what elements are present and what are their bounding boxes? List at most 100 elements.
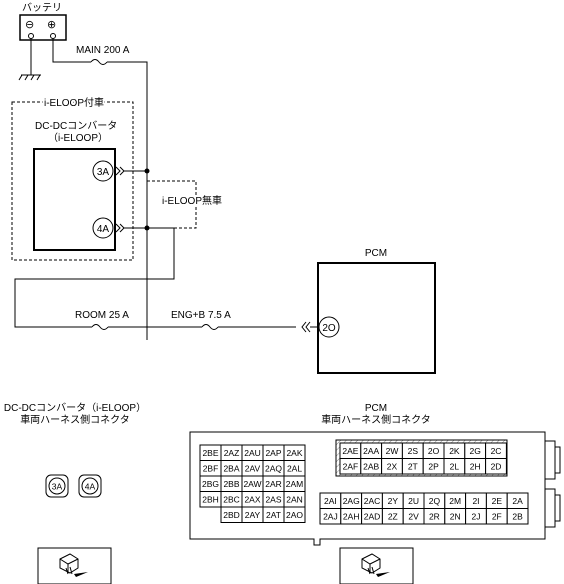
- svg-text:2BB: 2BB: [223, 479, 239, 489]
- pcm-pin-2I: 2I: [465, 492, 487, 509]
- dcdc-connector-pin-4a: 4A: [78, 474, 102, 498]
- main-fuse-label: MAIN 200 A: [76, 45, 130, 56]
- svg-text:2L: 2L: [450, 461, 460, 471]
- svg-text:2R: 2R: [429, 511, 440, 521]
- pcm-pin-2AF: 2AF: [339, 458, 362, 475]
- battery: バッテリ ⊖ ⊕: [19, 2, 67, 41]
- pcm-pin-2AD: 2AD: [361, 508, 383, 525]
- dcdc-title-line1: DC-DCコンバータ: [35, 120, 117, 132]
- pcm-pin-2AW: 2AW: [241, 475, 264, 492]
- svg-text:2AR: 2AR: [265, 479, 282, 489]
- pcm-pin-2AA: 2AA: [360, 442, 383, 459]
- svg-text:2AQ: 2AQ: [265, 463, 282, 473]
- pcm-connector-title-line2: 車両ハーネス側コネクタ: [321, 413, 431, 426]
- pcm-pin-2AU: 2AU: [241, 444, 264, 461]
- svg-text:4A: 4A: [85, 482, 96, 492]
- pcm-pin-2P: 2P: [422, 458, 445, 475]
- svg-text:2H: 2H: [470, 461, 481, 471]
- svg-text:2X: 2X: [387, 461, 398, 471]
- pcm-pin-2L: 2L: [443, 458, 466, 475]
- svg-text:2AB: 2AB: [363, 461, 379, 471]
- pcm-pin-2AN: 2AN: [283, 491, 306, 508]
- pcm-connector-title-line1: PCM: [365, 403, 387, 414]
- battery-box: [19, 14, 67, 41]
- svg-text:2E: 2E: [492, 496, 503, 506]
- svg-text:2AM: 2AM: [286, 479, 303, 489]
- engb-fuse-icon: [201, 324, 219, 330]
- pcm-pin-2AZ: 2AZ: [220, 444, 243, 461]
- terminal-4a-label: 4A: [97, 224, 110, 235]
- svg-text:2AE: 2AE: [342, 446, 358, 456]
- pcm-pin-2X: 2X: [381, 458, 403, 475]
- svg-text:2AK: 2AK: [286, 448, 302, 458]
- svg-text:2BF: 2BF: [203, 463, 219, 473]
- pcm-pin-2M: 2M: [444, 492, 467, 509]
- terminal-3a-label: 3A: [97, 167, 110, 178]
- svg-text:2V: 2V: [408, 511, 419, 521]
- pcm-pin-2AE: 2AE: [339, 442, 362, 459]
- pcm-pin-2AR: 2AR: [262, 475, 285, 492]
- pcm-pin-2O: 2O: [422, 442, 445, 459]
- pcm-pin-2BC: 2BC: [220, 491, 243, 508]
- pcm-pin-2A: 2A: [506, 492, 529, 509]
- terminal-2o-label: 2O: [322, 323, 336, 334]
- pcm-pin-2U: 2U: [402, 492, 425, 509]
- pcm-pin-2BF: 2BF: [199, 460, 222, 477]
- svg-text:2Q: 2Q: [429, 496, 441, 506]
- svg-text:2AI: 2AI: [324, 496, 337, 506]
- terminal-4a-wire: [115, 223, 174, 233]
- main-wire: MAIN 200 A: [52, 38, 148, 340]
- svg-text:2B: 2B: [512, 511, 523, 521]
- main-fuse-icon: [90, 59, 108, 65]
- svg-text:2F: 2F: [492, 511, 502, 521]
- svg-text:2AN: 2AN: [286, 494, 303, 504]
- connector-view-icon: [37, 547, 112, 584]
- svg-text:2J: 2J: [472, 511, 481, 521]
- pcm-pin-2G: 2G: [464, 442, 487, 459]
- ground-icon: [18, 38, 41, 81]
- svg-text:2K: 2K: [449, 446, 460, 456]
- pcm-pin-2BA: 2BA: [220, 460, 243, 477]
- pcm-pin-2AB: 2AB: [360, 458, 383, 475]
- svg-text:2A: 2A: [512, 496, 523, 506]
- svg-text:2O: 2O: [428, 446, 440, 456]
- svg-text:2BE: 2BE: [202, 448, 218, 458]
- pcm-pin-2R: 2R: [423, 508, 446, 525]
- svg-text:2M: 2M: [449, 496, 461, 506]
- pcm-pin-2BH: 2BH: [199, 491, 222, 508]
- junction-dot: [144, 168, 150, 174]
- svg-text:2Y: 2Y: [388, 496, 399, 506]
- pcm-pin-2H: 2H: [464, 458, 487, 475]
- pcm-pin-2AC: 2AC: [361, 492, 383, 509]
- pcm-pin-2AS: 2AS: [262, 491, 285, 508]
- pcm-pin-2Z: 2Z: [381, 508, 404, 525]
- svg-text:2AC: 2AC: [364, 496, 381, 506]
- connector-view-icon: [339, 547, 414, 584]
- pcm-pin-2AO: 2AO: [283, 506, 306, 523]
- svg-text:2AZ: 2AZ: [224, 448, 240, 458]
- pcm-pin-2V: 2V: [402, 508, 425, 525]
- junction-dot: [144, 225, 150, 231]
- svg-text:2AO: 2AO: [286, 510, 303, 520]
- pcm-pin-2W: 2W: [381, 442, 403, 459]
- svg-text:2BD: 2BD: [223, 510, 240, 520]
- svg-text:2Z: 2Z: [388, 511, 398, 521]
- svg-text:2T: 2T: [408, 461, 418, 471]
- pcm-pin-2BB: 2BB: [220, 475, 243, 492]
- svg-text:2AP: 2AP: [265, 448, 281, 458]
- pcm-pin-2BG: 2BG: [199, 475, 222, 492]
- pcm-box: [317, 262, 436, 374]
- pcm-pin-2N: 2N: [444, 508, 467, 525]
- pcm-pin-2AX: 2AX: [241, 491, 264, 508]
- dcdc-connector-pin-3a: 3A: [45, 474, 69, 498]
- ieloop-equipped-region: [11, 101, 134, 261]
- terminal-2o: [318, 316, 340, 338]
- svg-text:2S: 2S: [408, 446, 419, 456]
- pcm-pin-2BD: 2BD: [220, 506, 243, 523]
- svg-text:2C: 2C: [491, 446, 502, 456]
- pcm-pin-2F: 2F: [485, 508, 508, 525]
- ieloop-none-label: i-ELOOP無車: [162, 194, 222, 207]
- pcm-pin-2AV: 2AV: [241, 460, 264, 477]
